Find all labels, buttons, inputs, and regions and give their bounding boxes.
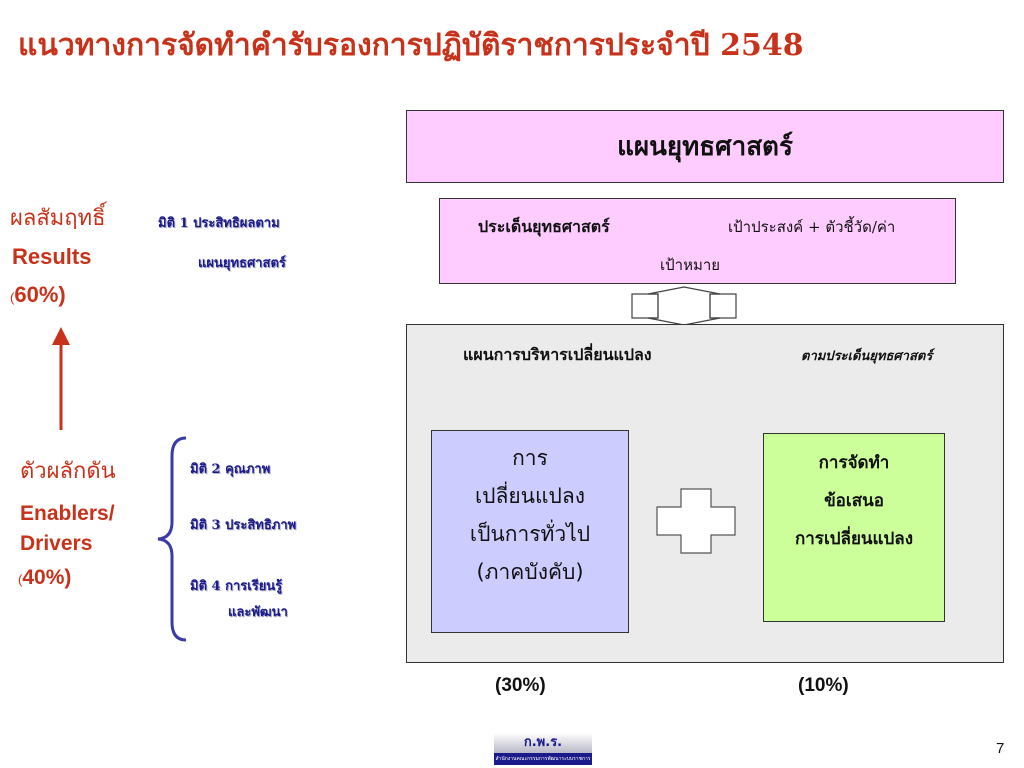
- proposal-line2: ข้อเสนอ: [824, 491, 884, 511]
- enablers-percent-paren: (: [18, 572, 23, 587]
- enablers-percent-value: 40%): [22, 566, 72, 589]
- general-change-line4: (ภาคบังคับ): [476, 560, 584, 584]
- results-percent: (60%): [10, 282, 66, 308]
- page-number: 7: [996, 740, 1005, 757]
- results-percent-paren: (: [10, 290, 15, 305]
- dimension1-line2: แผนยุทธศาสตร์: [198, 256, 286, 271]
- general-change-line2: เปลี่ยนแปลง: [474, 484, 586, 508]
- double-arrow-icon: [631, 286, 737, 326]
- dimension4-line2: และพัฒนา: [228, 605, 288, 620]
- opdc-logo: ก.พ.ร. สำนักงานคณะกรรมการพัฒนาระบบราชการ: [494, 733, 592, 765]
- up-arrow-icon: [52, 327, 70, 430]
- logo-subtext: สำนักงานคณะกรรมการพัฒนาระบบราชการ: [494, 753, 592, 765]
- results-english-label: Results: [12, 244, 92, 269]
- strategic-goals-label: เป้าประสงค์ + ตัวชี้วัด/ค่า: [728, 218, 896, 236]
- dimension2-label: มิติ 2 คุณภาพ: [190, 462, 271, 477]
- proposal-line3: การเปลี่ยนแปลง: [794, 529, 914, 549]
- curly-brace-icon: [157, 436, 187, 642]
- dimension1-line1: มิติ 1 ประสิทธิผลตาม: [158, 216, 280, 231]
- strategic-plan-label: แผนยุทธศาสตร์: [617, 132, 793, 162]
- general-change-line3: เป็นการทั่วไป: [469, 522, 591, 546]
- dimension3-label: มิติ 3 ประสิทธิภาพ: [190, 518, 297, 533]
- strategic-plan-box: แผนยุทธศาสตร์: [406, 110, 1004, 183]
- percent-30-label: (30%): [495, 675, 546, 696]
- proposal-line1: การจัดทำ: [818, 453, 890, 473]
- strategic-targets-label: เป้าหมาย: [660, 256, 721, 274]
- enablers-english-line2: Drivers: [20, 532, 93, 555]
- page-title: แนวทางการจัดทำคำรับรองการปฏิบัติราชการปร…: [18, 28, 804, 63]
- general-change-box: การ เปลี่ยนแปลง เป็นการทั่วไป (ภาคบังคับ…: [431, 430, 629, 633]
- results-thai-label: ผลสัมฤทธิ์: [10, 206, 106, 231]
- proposal-box: การจัดทำ ข้อเสนอ การเปลี่ยนแปลง: [763, 433, 945, 622]
- strategic-issues-label: ประเด็นยุทธศาสตร์: [478, 217, 610, 236]
- enablers-english-line1: Enablers/: [20, 502, 115, 525]
- plus-icon: [656, 488, 736, 554]
- strategic-issues-box: ประเด็นยุทธศาสตร์ เป้าประสงค์ + ตัวชี้วั…: [439, 198, 956, 284]
- general-change-line1: การ: [512, 446, 548, 470]
- logo-text: ก.พ.ร.: [494, 733, 592, 753]
- change-plan-strategic-label: ตามประเด็นยุทธศาสตร์: [801, 349, 933, 364]
- dimension4-line1: มิติ 4 การเรียนรู้: [190, 579, 283, 594]
- results-percent-value: 60%): [14, 282, 66, 307]
- enablers-percent: (40%): [18, 566, 71, 590]
- percent-10-label: (10%): [798, 675, 849, 696]
- enablers-thai-label: ตัวผลักดัน: [20, 459, 116, 484]
- change-plan-label: แผนการบริหารเปลี่ยนแปลง: [463, 345, 652, 364]
